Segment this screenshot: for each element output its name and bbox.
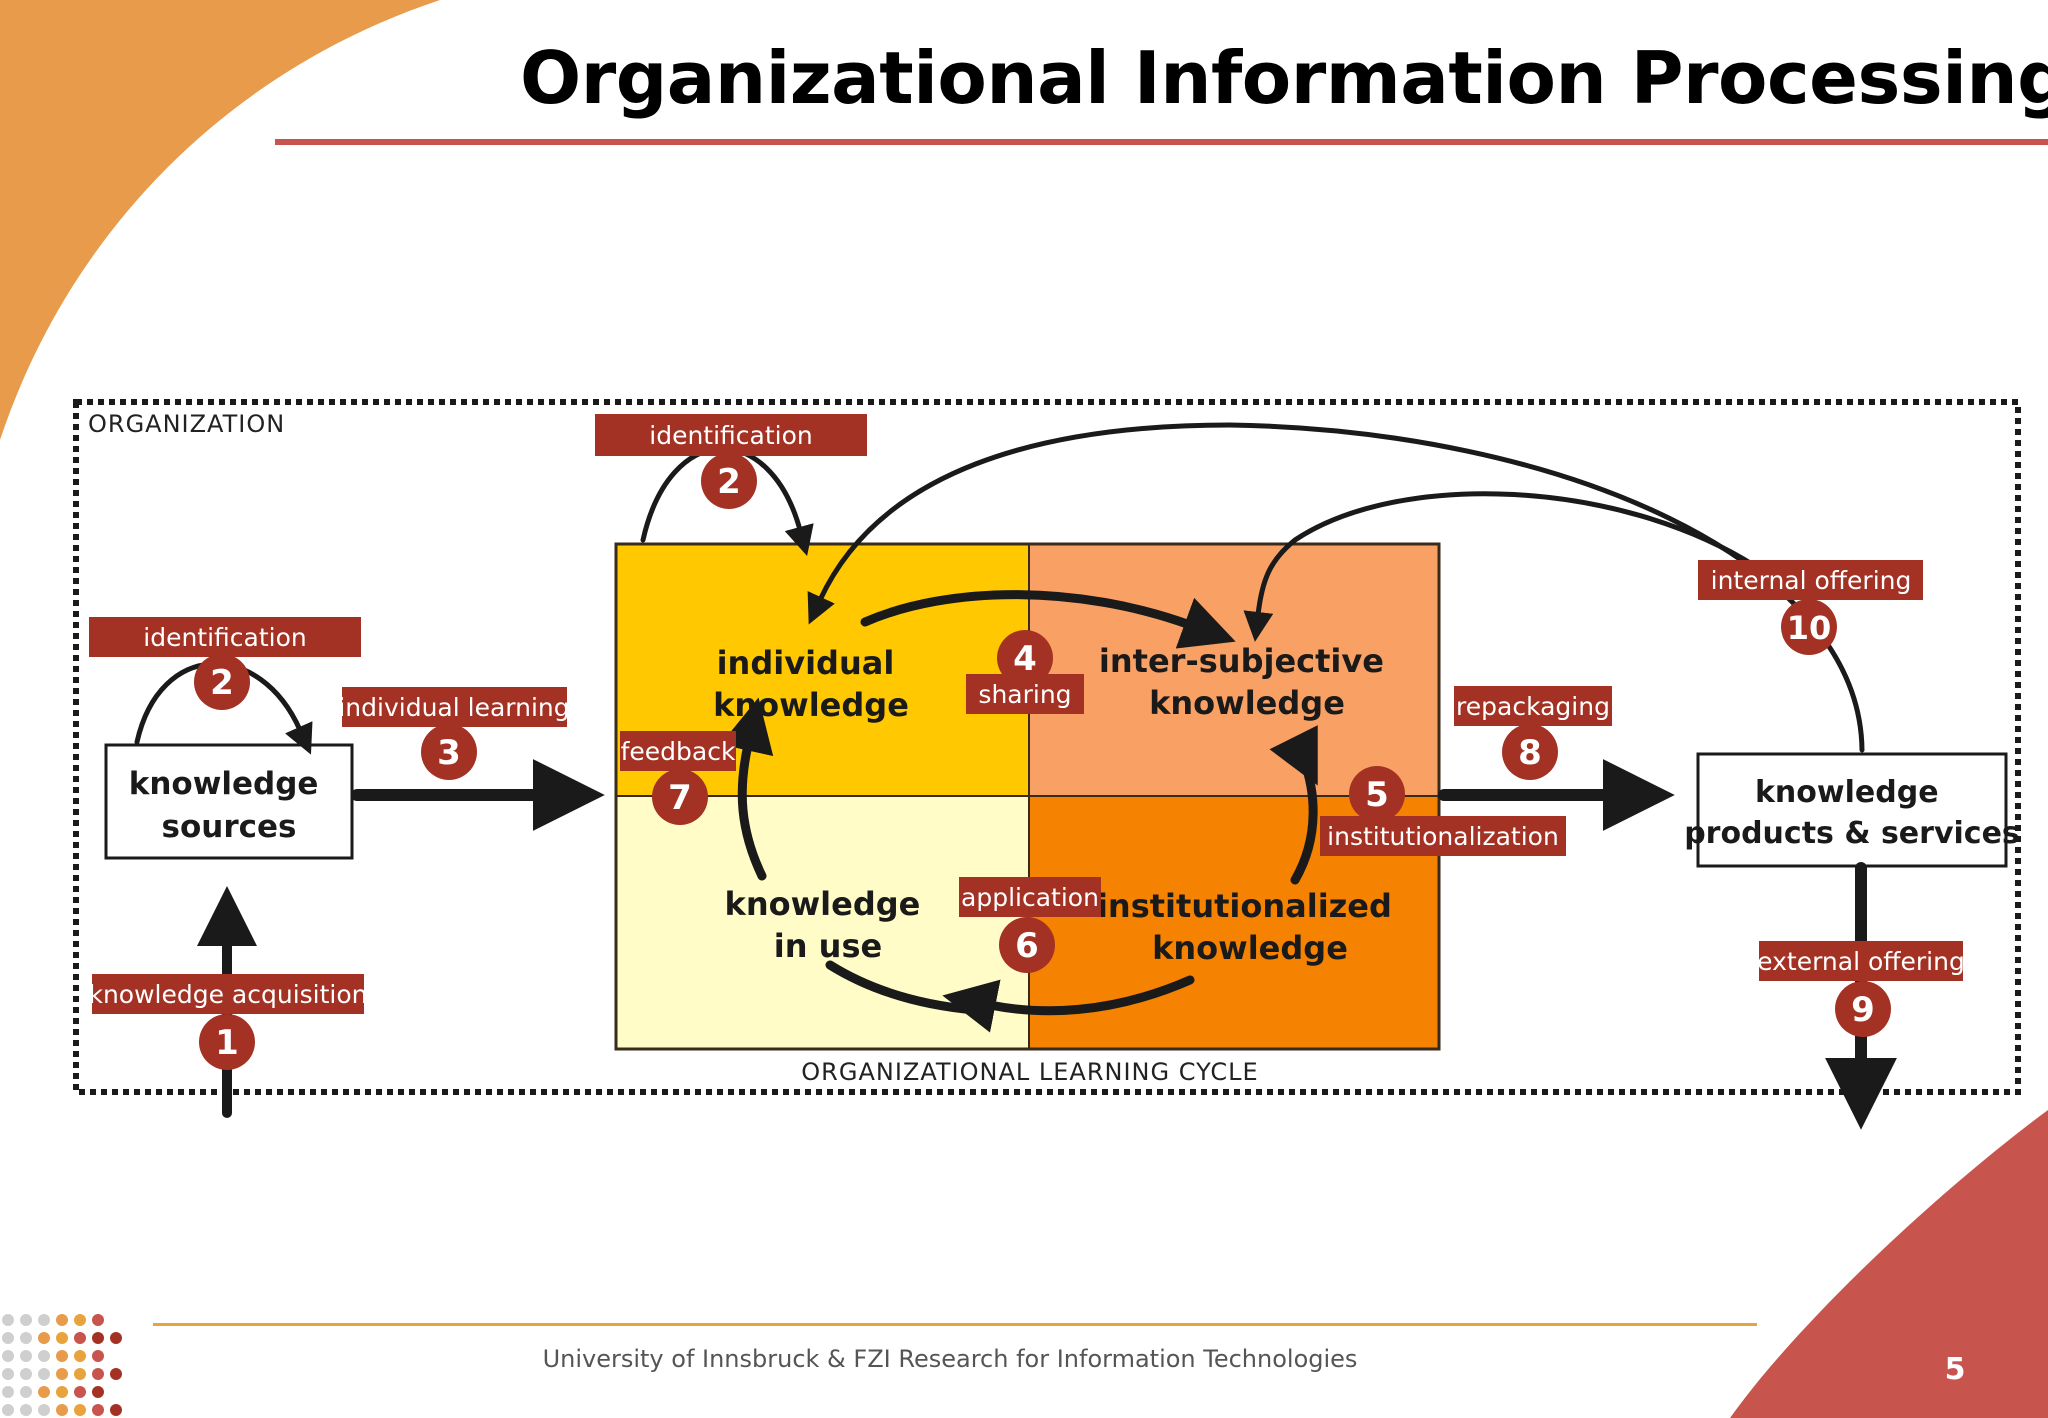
node-knowledge-in-use: knowledge in use xyxy=(725,885,932,965)
logo-dot xyxy=(2,1368,14,1380)
svg-text:feedback: feedback xyxy=(621,737,736,766)
svg-text:knowledge acquisition: knowledge acquisition xyxy=(88,980,367,1009)
arrow-internal-offering-intersubjective xyxy=(1243,491,1758,642)
node-knowledge-sources: knowledge sources xyxy=(129,766,329,845)
corner-decoration-top-left xyxy=(0,0,440,440)
svg-text:repackaging: repackaging xyxy=(1456,692,1610,721)
logo-dot xyxy=(38,1404,50,1416)
logo-dot xyxy=(38,1314,50,1326)
arrow-institutionalization xyxy=(1269,725,1318,885)
page-title: Organizational Information Processing xyxy=(520,36,2048,120)
corner-decoration-bottom-right xyxy=(1730,1110,2048,1418)
logo-dot xyxy=(38,1350,50,1362)
logo-dot xyxy=(56,1314,68,1326)
logo-dot xyxy=(74,1386,86,1398)
logo-dot xyxy=(92,1404,104,1416)
logo-dot xyxy=(56,1368,68,1380)
page-number: 5 xyxy=(1944,1352,1966,1387)
svg-text:1: 1 xyxy=(215,1023,239,1063)
logo-dots xyxy=(2,1314,122,1416)
logo-dot xyxy=(92,1386,104,1398)
logo-dot xyxy=(110,1404,122,1416)
node-knowledge-sources-box xyxy=(104,743,354,860)
logo-dot xyxy=(2,1332,14,1344)
logo-dot xyxy=(20,1332,32,1344)
logo-dot xyxy=(20,1368,32,1380)
node-institutionalized-knowledge: institutionalized knowledge xyxy=(1097,887,1403,967)
node-knowledge-products-box xyxy=(1696,752,2008,868)
footer-text: University of Innsbruck & FZI Research f… xyxy=(542,1345,1358,1373)
svg-text:4: 4 xyxy=(1013,639,1037,679)
logo-dot xyxy=(56,1350,68,1362)
logo-dot xyxy=(74,1368,86,1380)
node-knowledge-products: knowledge products & services xyxy=(1684,775,2020,851)
logo-dot xyxy=(74,1350,86,1362)
logo-dot xyxy=(110,1368,122,1380)
svg-text:internal offering: internal offering xyxy=(1711,566,1912,595)
cycle-label: ORGANIZATIONAL LEARNING CYCLE xyxy=(801,1058,1258,1086)
logo-dot xyxy=(74,1314,86,1326)
footer-line xyxy=(153,1323,1757,1326)
logo-dot xyxy=(92,1350,104,1362)
svg-text:sharing: sharing xyxy=(978,680,1071,709)
svg-text:3: 3 xyxy=(437,733,461,773)
svg-text:identification: identification xyxy=(649,421,813,450)
svg-text:2: 2 xyxy=(210,663,234,703)
step-identification-sources: identification 2 xyxy=(89,617,361,710)
svg-text:7: 7 xyxy=(668,778,692,818)
logo-dot xyxy=(20,1314,32,1326)
step-individual-learning: individual learning 3 xyxy=(338,687,570,780)
step-application: application 6 xyxy=(959,877,1101,973)
logo-dot xyxy=(20,1386,32,1398)
organization-label: ORGANIZATION xyxy=(88,410,285,438)
svg-text:6: 6 xyxy=(1015,926,1039,966)
step-acquisition: knowledge acquisition 1 xyxy=(88,974,368,1070)
svg-text:individual learning: individual learning xyxy=(338,693,569,722)
svg-text:5: 5 xyxy=(1365,775,1389,815)
quadrant-intersubjective xyxy=(1029,544,1439,796)
logo-dot xyxy=(92,1368,104,1380)
arrow-sharing xyxy=(860,590,1236,649)
logo-dot xyxy=(74,1404,86,1416)
svg-text:9: 9 xyxy=(1851,990,1875,1030)
step-sharing: 4 sharing xyxy=(966,630,1084,714)
logo-dot xyxy=(110,1332,122,1344)
step-external-offering: external offering 9 xyxy=(1757,941,1965,1037)
logo-dot xyxy=(20,1350,32,1362)
step-identification-individual: identification 2 xyxy=(595,414,867,509)
logo-dot xyxy=(56,1332,68,1344)
svg-text:external offering: external offering xyxy=(1757,947,1965,976)
arrow-application xyxy=(942,975,1195,1033)
svg-text:8: 8 xyxy=(1518,733,1542,773)
logo-dot xyxy=(92,1332,104,1344)
svg-text:institutionalization: institutionalization xyxy=(1327,822,1559,851)
step-feedback: feedback 7 xyxy=(620,731,736,825)
logo-dot xyxy=(2,1404,14,1416)
arrow-feedback xyxy=(720,697,774,881)
logo-dot xyxy=(20,1404,32,1416)
logo-dot xyxy=(38,1332,50,1344)
logo-dot xyxy=(74,1332,86,1344)
step-repackaging: repackaging 8 xyxy=(1454,686,1612,780)
logo-dot xyxy=(2,1350,14,1362)
logo-dot xyxy=(56,1386,68,1398)
node-intersubjective-knowledge: inter-subjective knowledge xyxy=(1099,642,1395,722)
svg-text:2: 2 xyxy=(717,462,741,502)
logo-dot xyxy=(92,1314,104,1326)
title-underline xyxy=(275,139,2048,145)
svg-text:application: application xyxy=(961,883,1099,912)
logo-dot xyxy=(38,1368,50,1380)
logo-dot xyxy=(2,1386,14,1398)
step-institutionalization: 5 institutionalization xyxy=(1320,766,1566,856)
organization-frame xyxy=(73,399,2021,1095)
logo-dot xyxy=(2,1314,14,1326)
logo-dot xyxy=(38,1386,50,1398)
svg-text:10: 10 xyxy=(1787,609,1832,647)
step-internal-offering: internal offering 10 xyxy=(1698,560,1923,655)
svg-text:identification: identification xyxy=(143,623,307,652)
logo-dot xyxy=(56,1404,68,1416)
